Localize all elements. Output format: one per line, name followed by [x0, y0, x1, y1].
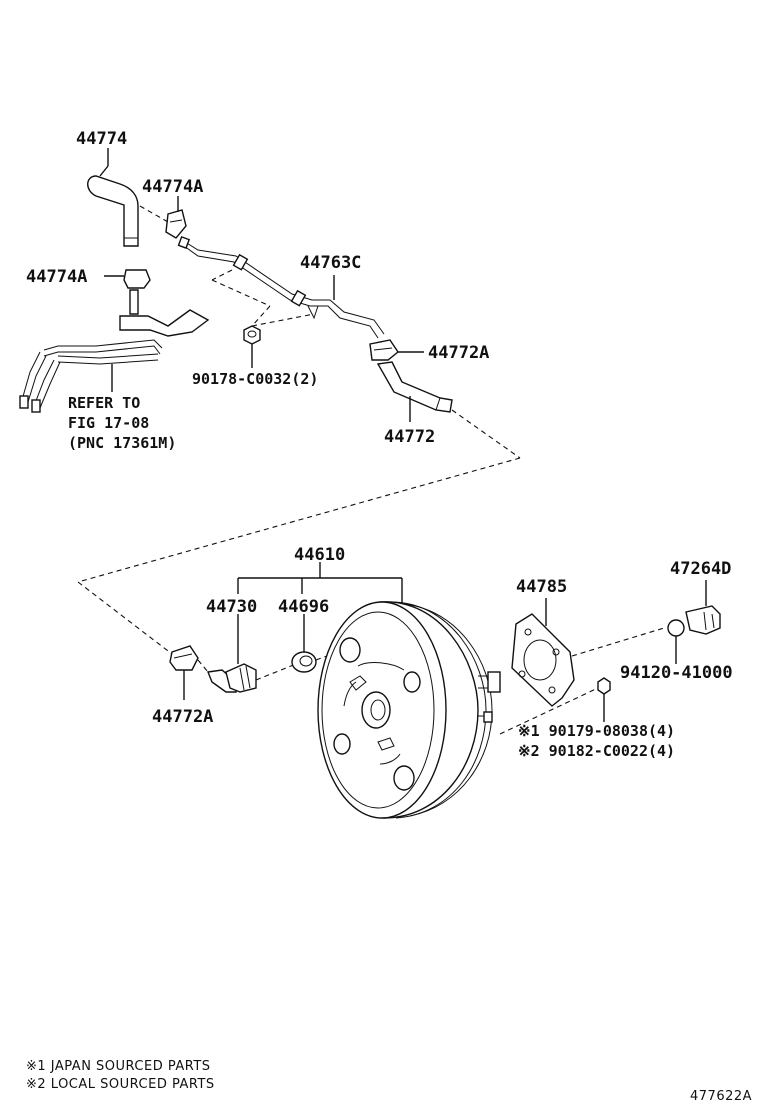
leader-dash [571, 627, 665, 657]
note-japan-sourced: ※1 JAPAN SOURCED PARTS [26, 1059, 211, 1074]
label-44696: 44696 [278, 597, 329, 617]
hose-44774[interactable] [87, 148, 139, 247]
bracket-pipe-assembly[interactable] [19, 289, 210, 413]
label-90178: 90178-C0032(2) [192, 370, 318, 388]
leader-dash [255, 663, 297, 681]
label-90182: ※2 90182-C0022(4) [518, 742, 675, 760]
label-44774: 44774 [76, 129, 127, 149]
leader-dash [211, 269, 233, 281]
check-valve-44730[interactable] [207, 614, 257, 693]
refer-line-3: (PNC 17361M) [68, 434, 176, 452]
nut-90179-90182[interactable] [597, 677, 611, 722]
label-90179: ※1 90179-08038(4) [518, 722, 675, 740]
grommet-44696[interactable] [291, 614, 317, 673]
clevis-47264d[interactable] [685, 580, 721, 635]
label-44774a-top: 44774A [142, 177, 203, 197]
leader-dash [77, 581, 173, 655]
brake-booster-44610[interactable] [317, 601, 501, 819]
label-44730: 44730 [206, 597, 257, 617]
refer-line-1: REFER TO [68, 394, 140, 412]
nut-94120[interactable] [667, 619, 685, 664]
leader-dash [77, 457, 521, 583]
label-44772a-top: 44772A [428, 343, 489, 363]
leader-dash [197, 659, 209, 673]
clip-44774a-top[interactable] [165, 196, 187, 239]
hose-44772[interactable] [376, 361, 453, 422]
refer-line-2: FIG 17-08 [68, 414, 149, 432]
clip-44772a-bottom[interactable] [169, 645, 199, 700]
pipe-44763c[interactable] [177, 235, 385, 339]
leader-dash [211, 279, 271, 307]
leader-dash [499, 687, 599, 735]
gasket-44785[interactable] [511, 598, 575, 707]
nut-90178[interactable] [243, 325, 261, 368]
label-44772a-bottom: 44772A [152, 707, 213, 727]
label-44774a-left: 44774A [26, 267, 87, 287]
label-44785: 44785 [516, 577, 567, 597]
note-local-sourced: ※2 LOCAL SOURCED PARTS [26, 1077, 215, 1092]
label-44610: 44610 [294, 545, 345, 565]
leader-dash [251, 305, 271, 327]
clip-44772a-top[interactable] [369, 339, 424, 361]
label-47264d: 47264D [670, 559, 731, 579]
leader-dash [251, 313, 315, 327]
label-94120: 94120-41000 [620, 663, 733, 683]
clip-44774a-left[interactable] [104, 269, 151, 289]
leader-dash [451, 409, 521, 459]
label-44763c: 44763C [300, 253, 361, 273]
figure-id: 477622A [690, 1089, 752, 1104]
leader-dash [139, 205, 169, 223]
label-44772: 44772 [384, 427, 435, 447]
bracket-44610 [237, 562, 403, 604]
